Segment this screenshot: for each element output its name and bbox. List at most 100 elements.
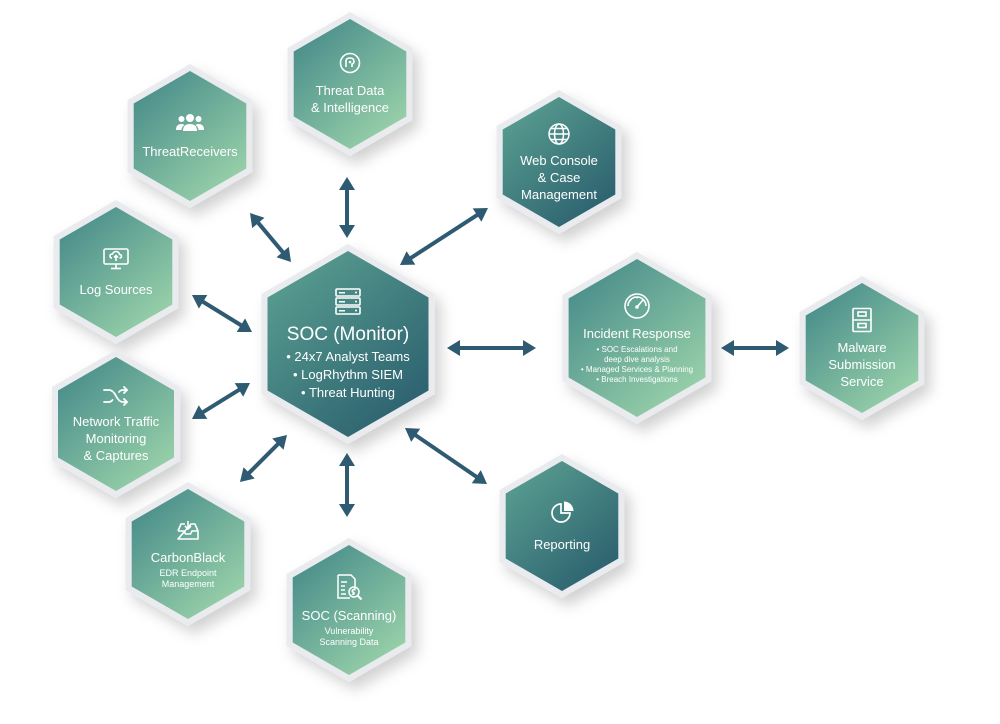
soc-scanning-title: SOC (Scanning): [301, 607, 397, 623]
node-log-sources[interactable]: Log Sources: [54, 224, 178, 320]
arrow-soc-malware: [721, 340, 789, 356]
node-carbonblack[interactable]: CarbonBlack EDR Endpoint Management: [126, 504, 250, 604]
arrow-head: [236, 318, 252, 332]
arrow-head: [721, 340, 734, 356]
incident-response-item: • Breach Investigations: [596, 375, 678, 384]
hex-carbonblack: [125, 482, 251, 626]
hex-fill: [293, 19, 407, 149]
node-threat-data[interactable]: Threat Data & Intelligence: [288, 36, 412, 132]
arrow-soc-network-traffic: [192, 383, 250, 419]
network-traffic-title-3: & Captures: [83, 447, 149, 463]
malware-title-3: Service: [840, 373, 884, 389]
arrow-head: [339, 225, 355, 238]
arrow-head: [276, 246, 291, 262]
soc-scanning-sub-2: Scanning Data: [319, 636, 379, 647]
arrow-shaft: [254, 219, 287, 256]
carbonblack-sub-2: Management: [161, 578, 215, 589]
incident-response-item: • SOC Escalations and: [596, 345, 678, 354]
node-threat-receivers[interactable]: ThreatReceivers: [128, 88, 252, 184]
threat-receivers-title: ThreatReceivers: [142, 143, 238, 159]
hex-fill: [292, 545, 406, 675]
web-console-title-3: Management: [521, 186, 597, 202]
arrow-shaft: [245, 440, 282, 477]
brain-icon: [339, 52, 361, 74]
arrow-soc-soc-scanning: [339, 453, 355, 517]
hex-log-sources: [53, 200, 179, 344]
arrow-shaft: [199, 386, 243, 416]
hex-reporting: [499, 454, 625, 598]
hex-fill: [568, 259, 706, 417]
hex-fill: [805, 283, 919, 413]
hex-soc-scanning: [286, 538, 412, 682]
hex-threat-data: [287, 12, 413, 156]
malware-title-2: Submission: [828, 356, 896, 372]
arrow-soc-incident-response: [447, 340, 536, 356]
hex-fill: [505, 461, 619, 591]
threat-data-title-1: Threat Data: [315, 83, 385, 98]
document-search-icon: [335, 573, 363, 601]
arrow-head: [192, 405, 208, 419]
arrow-head: [250, 213, 265, 229]
arrow-soc-threat-receivers: [250, 213, 291, 262]
node-soc-scanning[interactable]: SOC (Scanning) Vulnerability Scanning Da…: [287, 560, 411, 660]
arrow-soc-reporting: [405, 428, 487, 484]
arrow-head: [339, 453, 355, 466]
incident-response-list: • SOC Escalations and deep dive analysis…: [581, 345, 693, 385]
hex-web-console: [496, 90, 622, 234]
arrow-shaft: [412, 431, 480, 481]
pie-chart-icon: [549, 500, 575, 526]
arrow-head: [523, 340, 536, 356]
arrow-head: [272, 435, 287, 450]
arrow-soc-threat-data: [339, 177, 355, 238]
hex-malware: [799, 276, 925, 420]
hex-incident-response: [562, 252, 712, 424]
incident-response-title: Incident Response: [583, 326, 691, 341]
node-malware[interactable]: Malware Submission Service: [800, 298, 924, 398]
arrow-soc-carbonblack: [240, 435, 287, 482]
node-incident-response[interactable]: Incident Response • SOC Escalations and …: [565, 282, 709, 394]
arrow-head: [447, 340, 460, 356]
carbonblack-title: CarbonBlack: [150, 549, 226, 565]
arrow-head: [472, 208, 488, 222]
monitor-upload-icon: [102, 247, 130, 271]
arrow-head: [339, 504, 355, 517]
arrow-head: [339, 177, 355, 190]
arrow-shaft: [199, 298, 245, 329]
hex-fill: [59, 207, 173, 337]
reporting-title: Reporting: [533, 536, 591, 552]
shuffle-icon: [102, 385, 130, 407]
soc-monitor-list: • 24x7 Analyst Teams • LogRhythm SIEM • …: [286, 348, 410, 402]
soc-monitor-item: • Threat Hunting: [301, 384, 395, 400]
hex-fill: [502, 97, 616, 227]
arrow-soc-web-console: [400, 208, 488, 265]
arrow-shaft: [407, 211, 481, 262]
node-reporting[interactable]: Reporting: [500, 478, 624, 574]
hex-network-traffic: [51, 350, 181, 498]
cabinet-icon: [851, 307, 873, 333]
hex-threat-receivers: [127, 64, 253, 208]
node-web-console[interactable]: Web Console & Case Management: [497, 112, 621, 212]
inbox-download-icon: [175, 519, 201, 543]
soc-monitor-title: SOC (Monitor): [286, 323, 410, 345]
network-traffic-title-2: Monitoring: [85, 430, 147, 446]
node-network-traffic[interactable]: Network Traffic Monitoring & Captures: [52, 372, 180, 476]
arrow-head: [405, 428, 421, 442]
incident-response-item: • Managed Services & Planning: [580, 365, 694, 374]
server-icon: [333, 287, 363, 317]
soc-monitor-item: • 24x7 Analyst Teams: [286, 348, 410, 364]
globe-icon: [547, 122, 571, 146]
incident-response-item: deep dive analysis: [604, 355, 670, 364]
arrow-head: [471, 470, 487, 484]
arrow-head: [192, 295, 208, 309]
arrow-head: [240, 467, 255, 482]
arrow-head: [234, 383, 250, 397]
arrow-soc-log-sources: [192, 295, 252, 332]
carbonblack-sub-1: EDR Endpoint: [159, 567, 217, 578]
node-soc-monitor[interactable]: SOC (Monitor) • 24x7 Analyst Teams • Log…: [268, 276, 428, 412]
gauge-icon: [622, 291, 652, 319]
hex-fill: [267, 251, 429, 437]
log-sources-title: Log Sources: [79, 281, 153, 297]
hex-fill: [133, 71, 247, 201]
users-icon: [175, 113, 205, 133]
